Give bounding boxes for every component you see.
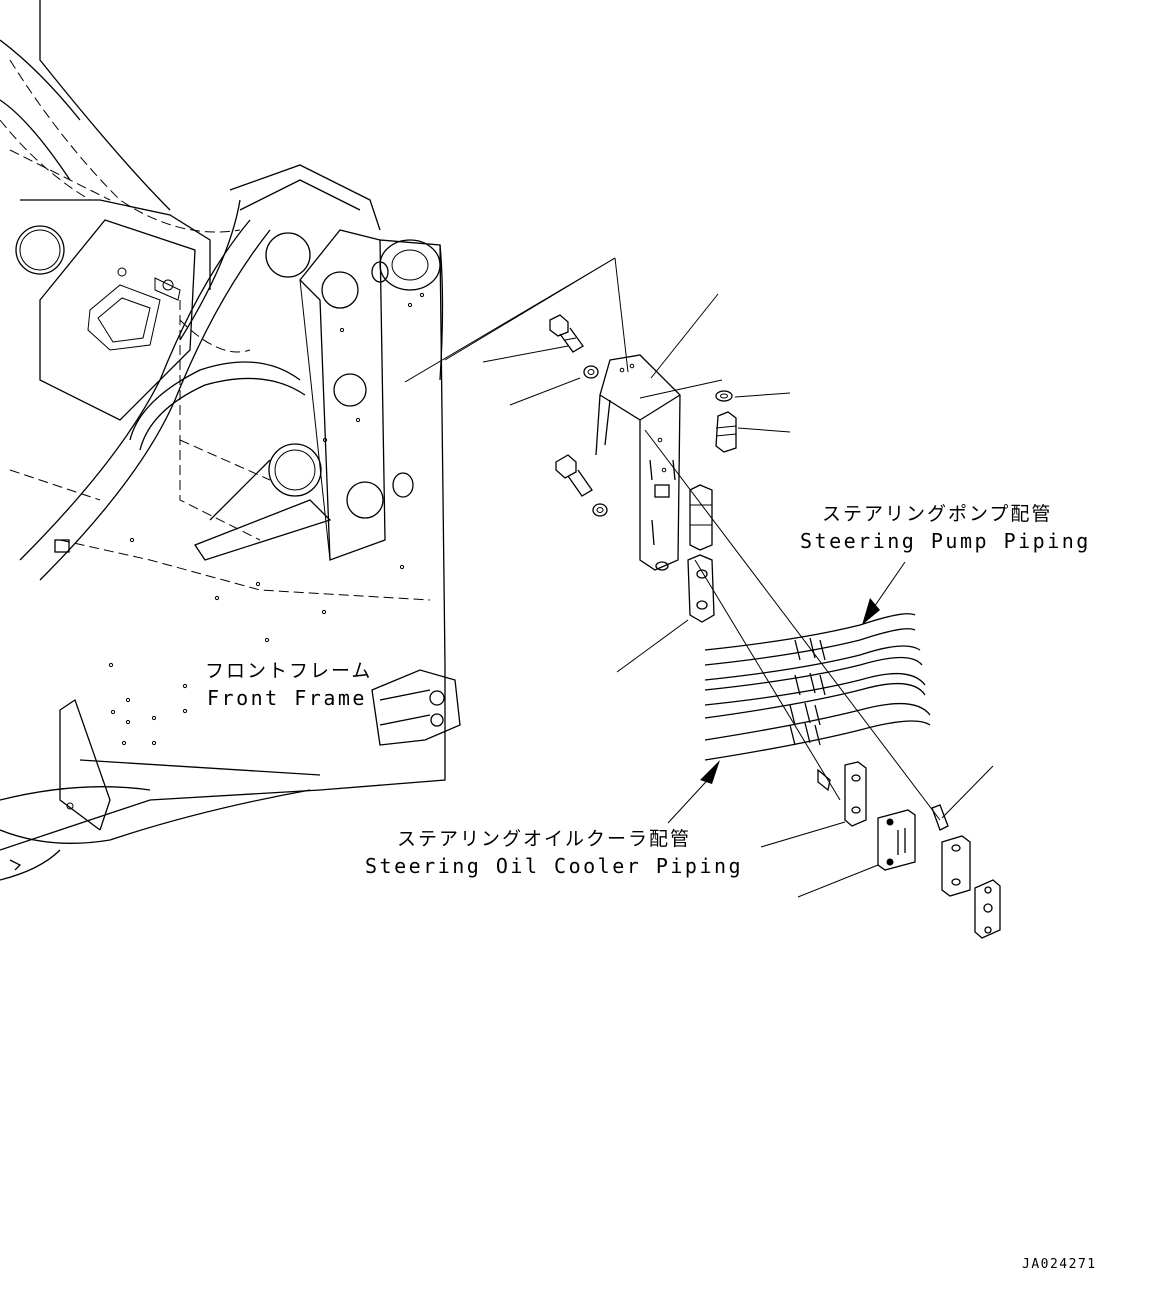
front-frame-label-jp: フロントフレーム — [205, 660, 373, 682]
cooler-piping-label-jp: ステアリングオイルクーラ配管 — [397, 828, 692, 850]
front-frame-drawing — [0, 0, 461, 881]
plate-rivets — [108, 292, 425, 746]
lower-clamp-parts — [817, 761, 1001, 939]
pump-piping-label-jp: ステアリングポンプ配管 — [822, 503, 1053, 525]
hose-bundle — [667, 561, 931, 824]
pump-piping-label-en: Steering Pump Piping — [800, 529, 1091, 553]
cooler-piping-label-en: Steering Oil Cooler Piping — [365, 854, 744, 878]
bracket-assembly — [549, 314, 737, 623]
leader-lines — [404, 257, 994, 898]
drawing-code: JA024271 — [1022, 1257, 1097, 1272]
front-frame-label-en: Front Frame — [207, 686, 367, 710]
